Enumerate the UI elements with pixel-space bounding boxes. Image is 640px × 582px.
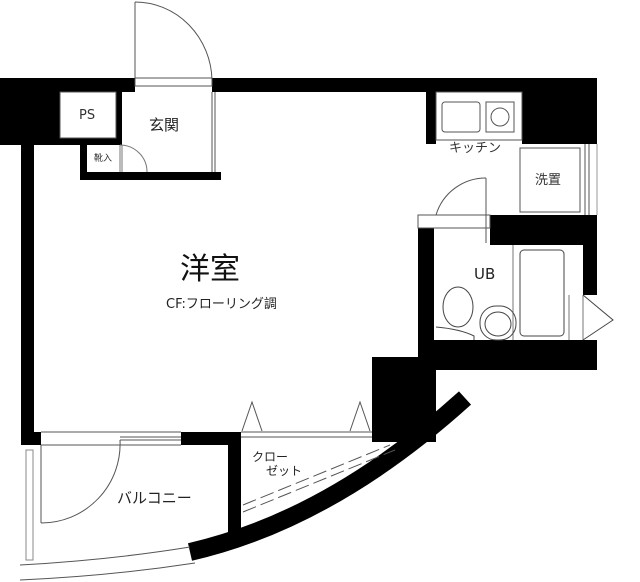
pipe-space-label: PS xyxy=(79,108,96,123)
kitchen-counter xyxy=(435,91,523,141)
closet-label-line1: クロー xyxy=(252,450,289,464)
pipe-space xyxy=(59,91,117,139)
entrance-door xyxy=(134,1,216,172)
washer-space-label: 洗置 xyxy=(535,173,562,188)
western-room-label: 洋室 xyxy=(180,252,240,287)
unit-bath-label: UB xyxy=(474,265,496,283)
kitchen-label: キッチン xyxy=(449,141,502,156)
balcony-door xyxy=(25,431,181,561)
washer-space xyxy=(519,144,598,215)
closet xyxy=(241,400,396,513)
shoe-storage-label: 靴入 xyxy=(94,154,113,164)
entrance-label: 玄関 xyxy=(149,116,180,134)
unit-bath xyxy=(434,245,614,341)
balcony-label: バルコニー xyxy=(117,489,192,507)
western-room-flooring-label: CF:フローリング調 xyxy=(166,297,277,312)
bath-door xyxy=(417,177,491,243)
closet-label-line2: ゼット xyxy=(266,464,303,478)
curved-wall xyxy=(187,391,472,561)
walls xyxy=(0,78,597,532)
